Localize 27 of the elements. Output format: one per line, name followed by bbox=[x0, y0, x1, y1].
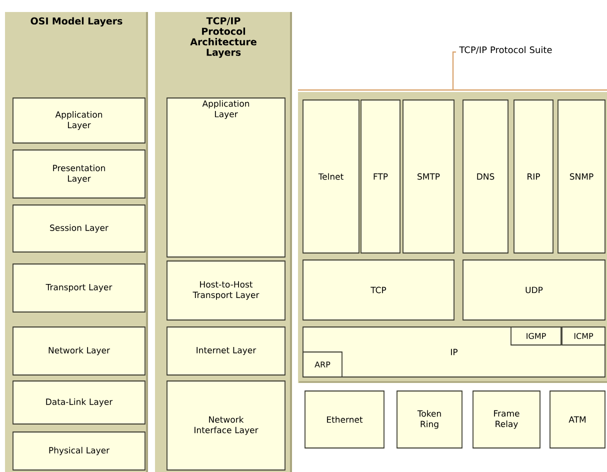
layer-box: Internet Layer bbox=[166, 326, 286, 376]
layer-box: Session Layer bbox=[12, 204, 146, 252]
protocol-box: Frame Relay bbox=[472, 390, 540, 448]
protocol-box: Ethernet bbox=[304, 390, 384, 448]
protocol-box: DNS bbox=[462, 100, 508, 254]
protocol-box: UDP bbox=[462, 260, 606, 320]
protocol-box: IGMP bbox=[510, 326, 562, 346]
protocol-box: ATM bbox=[550, 390, 606, 448]
protocol-box: Token Ring bbox=[396, 390, 462, 448]
layer-box: Presentation Layer bbox=[12, 150, 146, 198]
layer-box: Network Interface Layer bbox=[166, 380, 286, 470]
suite-heading: TCP/IP Protocol Suite bbox=[459, 46, 552, 54]
protocol-box: TCP bbox=[302, 260, 454, 320]
layer-box: Transport Layer bbox=[12, 264, 146, 312]
layer-box: Host-to-Host Transport Layer bbox=[166, 260, 286, 320]
layer-box: Network Layer bbox=[12, 326, 146, 376]
protocol-box: FTP bbox=[360, 100, 400, 254]
protocol-box: ARP bbox=[302, 352, 342, 378]
protocol-box: SNMP bbox=[558, 100, 606, 254]
layer-box: Data-Link Layer bbox=[12, 380, 146, 424]
protocol-box: RIP bbox=[514, 100, 554, 254]
layer-box: Application Layer bbox=[166, 98, 286, 258]
protocol-box: SMTP bbox=[402, 100, 454, 254]
layer-box: Application Layer bbox=[12, 98, 146, 144]
protocol-box: Telnet bbox=[302, 100, 360, 254]
layer-box: Physical Layer bbox=[12, 432, 146, 470]
protocol-box: ICMP bbox=[562, 326, 606, 346]
